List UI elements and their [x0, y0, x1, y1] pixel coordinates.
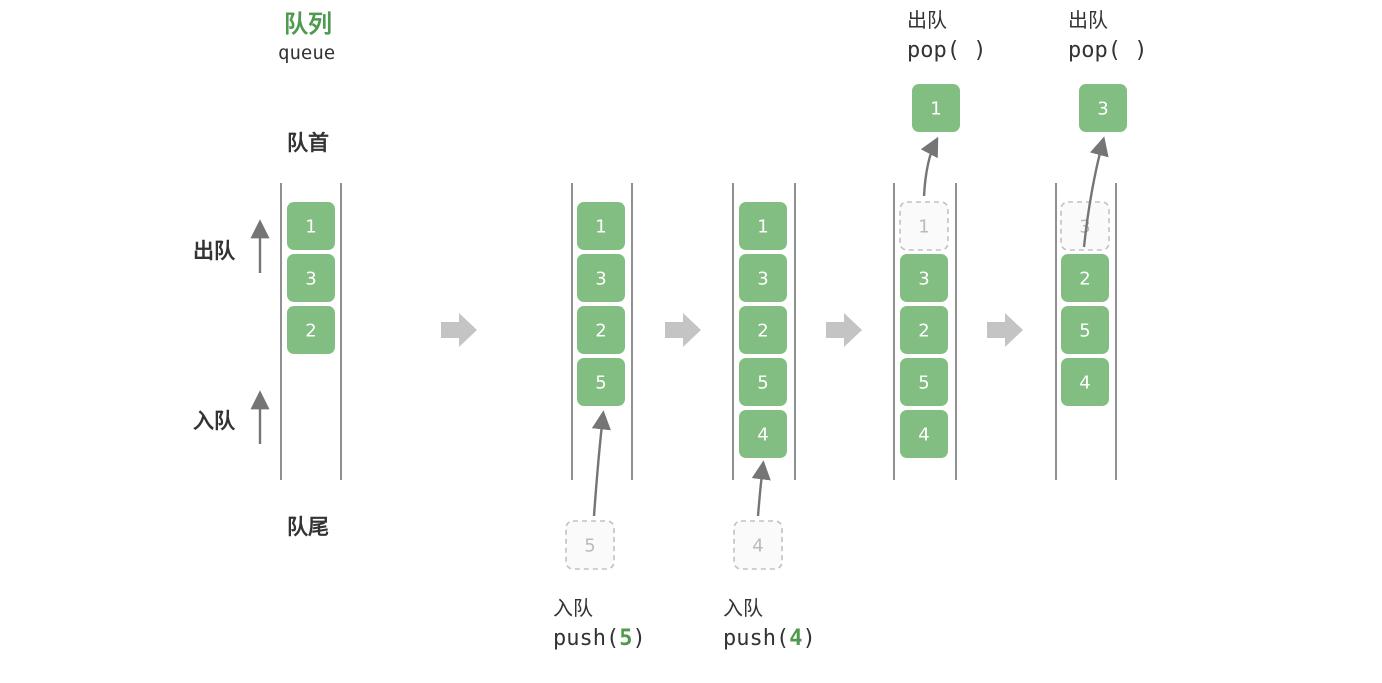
push-0-incoming-value: 5 — [584, 536, 595, 557]
queue-1-item-2-box — [577, 306, 625, 354]
tail-label: 队尾 — [287, 515, 329, 539]
queue-0-item-2-value: 2 — [305, 321, 316, 342]
diagram-title: 队列 — [284, 10, 332, 38]
queue-0-item-0-box — [287, 202, 335, 250]
pop-2-arrow — [1082, 136, 1109, 248]
push-4-arg: 4 — [789, 626, 803, 651]
queue-3-item-3-value: 4 — [918, 425, 929, 446]
step-arrow-1 — [665, 313, 701, 347]
queue-2-item-4-box — [739, 410, 787, 458]
queue-3-ghost-value: 1 — [918, 217, 929, 238]
pop-1-func: pop — [907, 38, 947, 63]
queue-3-item-0-box — [900, 254, 948, 302]
step-arrow-0 — [441, 313, 477, 347]
queue-1-item-3-box — [577, 358, 625, 406]
queue-4-item-1-box — [1061, 306, 1109, 354]
queue-3-item-2-box — [900, 358, 948, 406]
queue-1-item-1-value: 3 — [595, 269, 606, 290]
queue-3-ghost-box — [899, 201, 949, 251]
queue-2-item-1-box — [739, 254, 787, 302]
queue-3-item-1-box — [900, 306, 948, 354]
queue-4-item-2-box — [1061, 358, 1109, 406]
queue-4-ghost-box — [1060, 201, 1110, 251]
queue-0-item-1-value: 3 — [305, 269, 316, 290]
queue-0-item-1-box — [287, 254, 335, 302]
queue-0-item-0-value: 1 — [305, 217, 316, 238]
pop-2-result-value: 3 — [1097, 99, 1108, 120]
pop-1-call: pop( ) — [907, 38, 987, 63]
step-arrow-3 — [987, 313, 1023, 347]
push-4-call: push(4) — [723, 626, 816, 651]
head-label: 队首 — [287, 131, 329, 155]
queue-3-item-0-value: 3 — [918, 269, 929, 290]
queue-1-item-0-box — [577, 202, 625, 250]
pop-1-result-box — [912, 84, 960, 132]
queue-2-item-3-box — [739, 358, 787, 406]
queue-0-item-2-box — [287, 306, 335, 354]
queue-2-item-1-value: 3 — [757, 269, 768, 290]
push-5-func: push — [553, 626, 606, 651]
step-arrow-2 — [826, 313, 862, 347]
queue-4-item-0-value: 2 — [1079, 269, 1090, 290]
queue-1-item-0-value: 1 — [595, 217, 606, 238]
queue-1-item-3-value: 5 — [595, 373, 606, 394]
push-5-call: push(5) — [553, 626, 646, 651]
queue-3-item-2-value: 5 — [918, 373, 929, 394]
push-4-label: 入队 — [723, 596, 763, 620]
dequeue-label: 出队 — [193, 239, 235, 263]
pop-1-arrow — [920, 136, 939, 197]
pop-2-label: 出队 — [1068, 8, 1108, 32]
push-5-arrow — [591, 410, 611, 517]
push-4-func: push — [723, 626, 776, 651]
pop-1-label: 出队 — [907, 8, 947, 32]
queue-1-item-2-value: 2 — [595, 321, 606, 342]
queue-4-item-1-value: 5 — [1079, 321, 1090, 342]
push-4-arrow — [751, 460, 771, 517]
queue-4-item-0-box — [1061, 254, 1109, 302]
queue-2-item-0-value: 1 — [757, 217, 768, 238]
pop-2-call: pop( ) — [1068, 38, 1148, 63]
pop-2-result-box — [1079, 84, 1127, 132]
queue-2-item-4-value: 4 — [757, 425, 768, 446]
pop-1-result-value: 1 — [930, 99, 941, 120]
push-1-incoming-value: 4 — [752, 536, 763, 557]
push-5-label: 入队 — [553, 596, 593, 620]
enqueue-label: 入队 — [193, 409, 235, 433]
queue-3-item-3-box — [900, 410, 948, 458]
push-1-incoming-box — [733, 520, 783, 570]
queue-4-ghost-value: 3 — [1079, 217, 1090, 238]
queue-4-item-2-value: 4 — [1079, 373, 1090, 394]
diagram-subtitle: queue — [278, 42, 336, 64]
queue-2-item-0-box — [739, 202, 787, 250]
push-0-incoming-box — [565, 520, 615, 570]
queue-2-item-3-value: 5 — [757, 373, 768, 394]
queue-3-item-1-value: 2 — [918, 321, 929, 342]
pop-2-func: pop — [1068, 38, 1108, 63]
queue-2-item-2-value: 2 — [757, 321, 768, 342]
push-5-arg: 5 — [619, 626, 633, 651]
queue-2-item-2-box — [739, 306, 787, 354]
queue-1-item-1-box — [577, 254, 625, 302]
